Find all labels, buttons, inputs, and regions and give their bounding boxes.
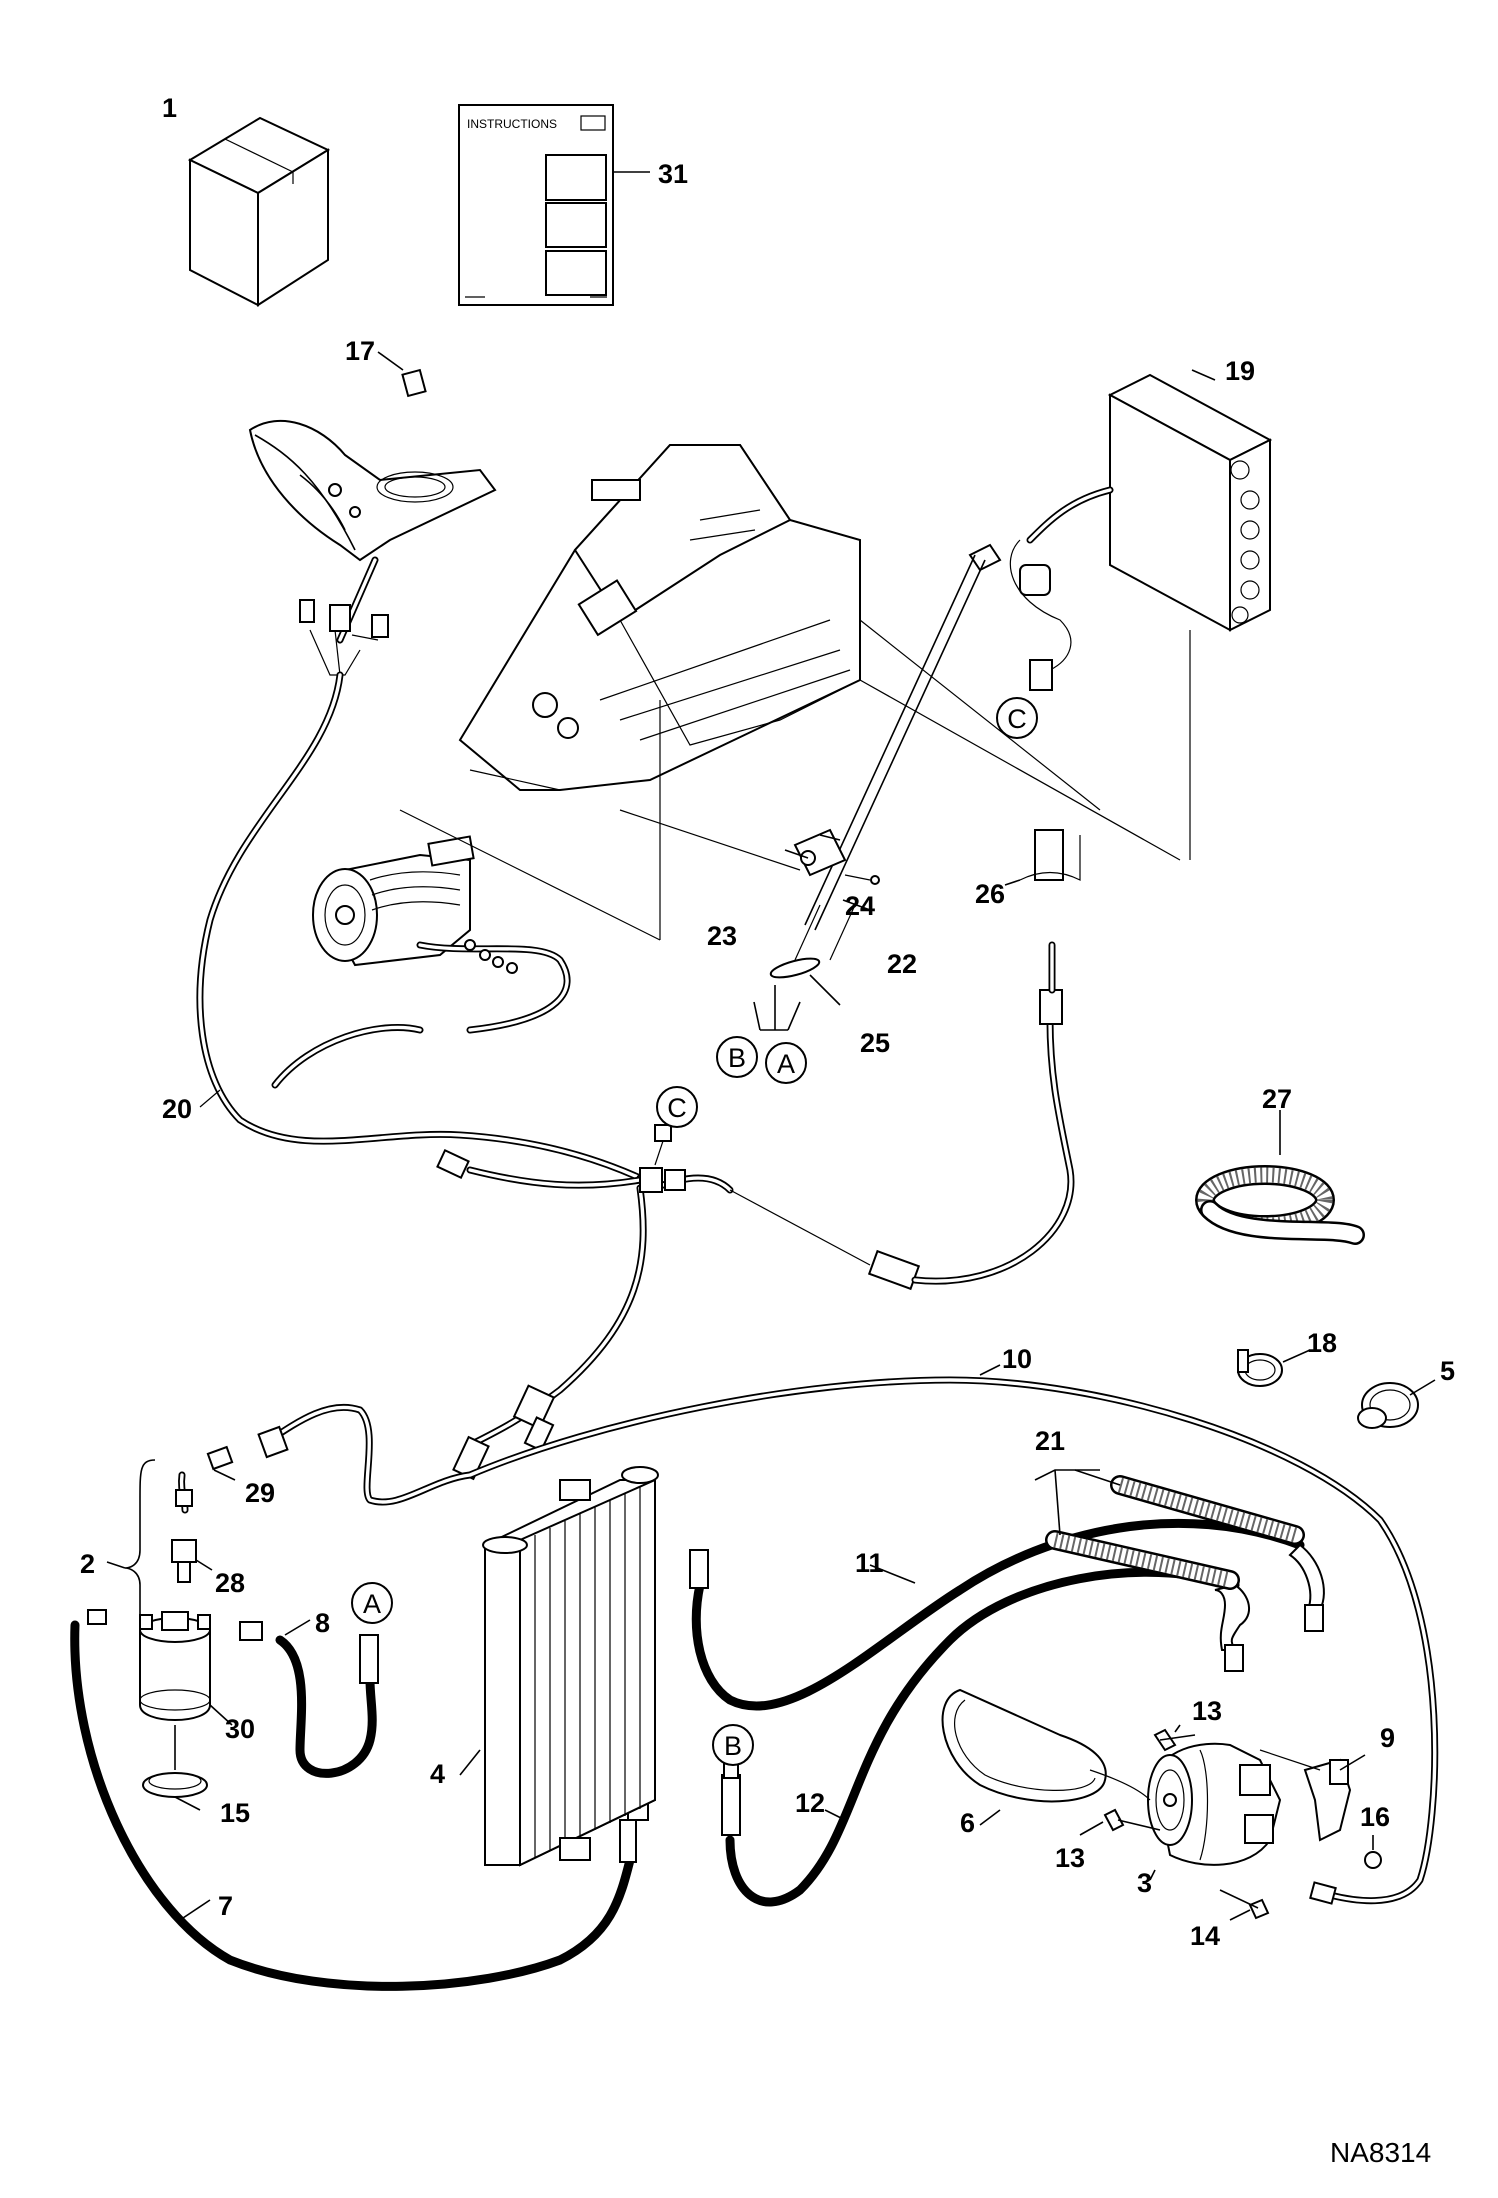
instructions-title: INSTRUCTIONS <box>467 117 557 131</box>
harness-lower-connectors <box>452 1384 556 1481</box>
label-27: 27 <box>1262 1084 1292 1114</box>
callout-c-top: C <box>1007 704 1027 734</box>
label-28: 28 <box>215 1568 245 1598</box>
hose-8 <box>239 1619 379 1778</box>
item-number-labels: 1 31 17 19 24 26 23 22 25 27 20 10 18 5 … <box>80 93 1455 1951</box>
receiver-drier-group <box>106 1445 236 1726</box>
label-6: 6 <box>960 1808 975 1838</box>
label-29: 29 <box>245 1478 275 1508</box>
box-part <box>187 116 331 307</box>
blower-motor <box>312 835 571 1034</box>
fasteners <box>1079 1724 1382 1921</box>
exploded-leaders <box>399 619 1191 941</box>
label-24: 24 <box>845 891 875 921</box>
compressor-3 <box>1089 1742 1282 1881</box>
label-16: 16 <box>1360 1802 1390 1832</box>
heater-housing <box>458 444 861 791</box>
blower-bracket <box>248 420 497 644</box>
label-5: 5 <box>1440 1356 1455 1386</box>
label-30: 30 <box>225 1714 255 1744</box>
label-25: 25 <box>860 1028 890 1058</box>
label-2: 2 <box>80 1549 95 1579</box>
callout-b-low: B <box>724 1731 742 1761</box>
callout-b-top: B <box>728 1043 746 1073</box>
evaporator-core <box>1009 369 1273 691</box>
callout-c-mid: C <box>667 1093 687 1123</box>
hose-12 <box>721 1567 1250 1907</box>
connection-callouts: C B A C A B <box>351 697 1038 1766</box>
label-13b: 13 <box>1055 1843 1085 1873</box>
compressor-wire-10 <box>257 1364 1439 1905</box>
label-23: 23 <box>707 921 737 951</box>
label-12: 12 <box>795 1788 825 1818</box>
label-19: 19 <box>1225 356 1255 386</box>
sleeves-21 <box>1034 1469 1305 1590</box>
label-26: 26 <box>975 879 1005 909</box>
callout-a-top: A <box>777 1049 795 1079</box>
label-4: 4 <box>430 1759 445 1789</box>
label-15: 15 <box>220 1798 250 1828</box>
connector-17 <box>377 351 427 398</box>
callout-a-low: A <box>363 1589 381 1619</box>
main-harness-20 <box>196 671 1075 1449</box>
harness-branch-top <box>299 599 389 676</box>
clamp-5 <box>1357 1379 1436 1429</box>
label-14: 14 <box>1190 1921 1220 1951</box>
label-9: 9 <box>1380 1723 1395 1753</box>
coiled-tubing <box>1195 1110 1365 1245</box>
thermostat-probe <box>753 543 1002 1031</box>
condenser-4 <box>459 1466 659 1867</box>
label-8: 8 <box>315 1608 330 1638</box>
label-20: 20 <box>162 1094 192 1124</box>
label-7: 7 <box>218 1891 233 1921</box>
label-1: 1 <box>162 93 177 123</box>
belt-6 <box>941 1688 1107 1826</box>
clamp-band-15 <box>142 1725 208 1811</box>
clamp-18 <box>1237 1349 1311 1387</box>
drawing-id: NA8314 <box>1330 2137 1431 2168</box>
label-17: 17 <box>345 336 375 366</box>
label-21: 21 <box>1035 1426 1065 1456</box>
label-10: 10 <box>1002 1344 1032 1374</box>
label-31: 31 <box>658 159 688 189</box>
label-11: 11 <box>855 1548 884 1578</box>
label-22: 22 <box>887 949 917 979</box>
label-13a: 13 <box>1192 1696 1222 1726</box>
hose-11 <box>689 1518 1325 1711</box>
label-3: 3 <box>1137 1868 1152 1898</box>
label-18: 18 <box>1307 1328 1337 1358</box>
relay-26 <box>1004 829 1081 886</box>
instructions-sheet: INSTRUCTIONS <box>458 104 650 306</box>
